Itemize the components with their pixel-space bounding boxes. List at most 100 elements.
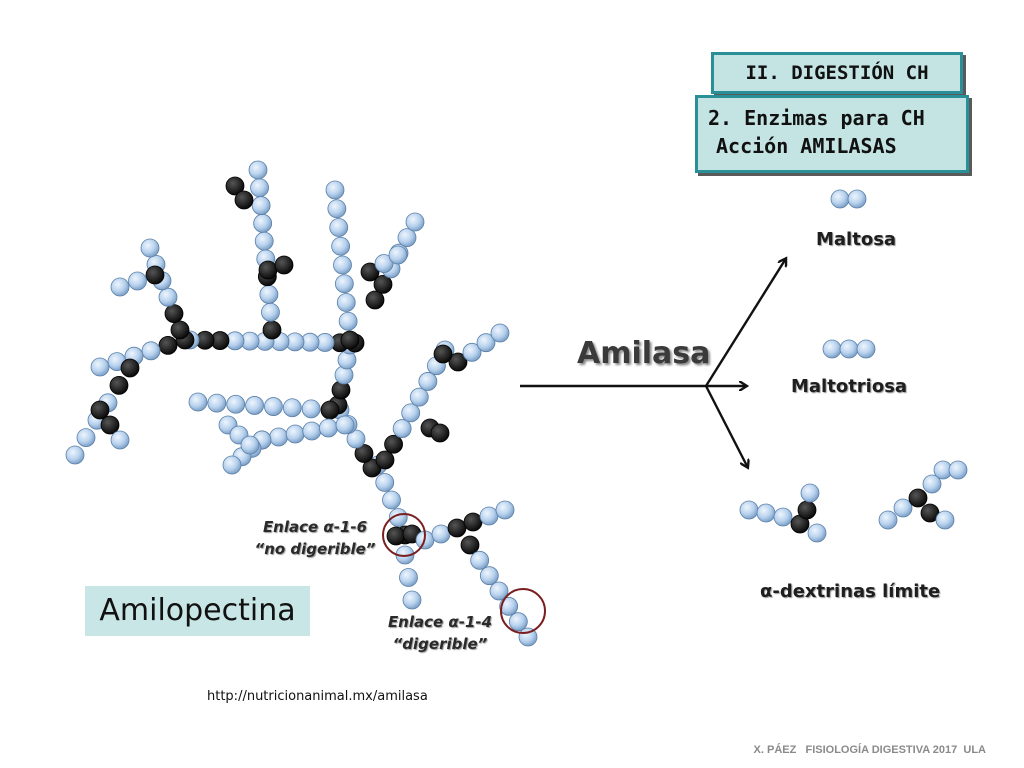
glucose-unit: [847, 189, 867, 209]
branch-point-unit: [320, 400, 340, 420]
topic-box: 2. Enzimas para CH Acción AMILASAS: [695, 95, 969, 173]
glucose-unit: [388, 508, 408, 527]
glucose-unit: [922, 474, 942, 494]
glucose-unit: [259, 285, 279, 304]
glucose-unit: [739, 500, 759, 520]
glucose-unit: [508, 612, 528, 632]
arrow-to-maltose: [704, 260, 785, 387]
glucose-unit: [338, 311, 358, 331]
glucose-unit: [773, 507, 793, 527]
glucose-unit: [418, 372, 438, 391]
footer-credit: X. PÁEZ FISIOLOGÍA DIGESTIVA 2017 ULA: [753, 744, 986, 756]
topic-line2: Acción AMILASAS: [716, 134, 897, 158]
branch-point-unit: [340, 330, 360, 350]
products-molecules: [739, 189, 968, 543]
branch-top-twin: [225, 176, 294, 280]
glucose-unit: [158, 287, 178, 307]
amylopectin-molecule: [65, 160, 538, 647]
maltose-label: Maltosa: [816, 229, 897, 250]
maltose-molecule: [830, 189, 867, 209]
maltotriose-molecule: [822, 339, 876, 359]
glucose-unit: [302, 421, 322, 441]
section-header-box: II. DIGESTIÓN CH: [711, 52, 963, 94]
branch-point-unit: [354, 444, 374, 463]
glucose-unit: [327, 199, 347, 219]
glucose-unit: [110, 430, 130, 450]
glucose-unit: [207, 393, 227, 413]
glucose-unit: [226, 394, 246, 414]
branch-point-unit: [158, 335, 178, 355]
enzyme-label: Amilasa: [577, 336, 711, 371]
glucose-unit: [285, 424, 305, 444]
glucose-unit: [499, 596, 519, 616]
glucose-unit: [141, 341, 161, 361]
arrow-to-dextrins: [704, 385, 747, 466]
glucose-unit: [374, 254, 394, 273]
branch-point-unit: [384, 434, 403, 454]
glucose-unit: [248, 160, 268, 180]
branch-lower-left-4: [218, 415, 260, 455]
branch-point-unit: [373, 274, 393, 294]
branch-point-unit: [258, 260, 278, 280]
glucose-unit: [489, 581, 509, 601]
branch-point-unit: [90, 400, 110, 420]
glucose-unit: [495, 500, 515, 520]
glucose-unit: [397, 228, 417, 248]
limit-dextrin-2: [878, 460, 968, 530]
glucose-unit: [76, 428, 96, 448]
glucose-unit: [188, 392, 208, 412]
glucose-unit: [375, 473, 395, 492]
branch-left-top: [110, 265, 165, 297]
alpha14-bond-name: Enlace α-1-4: [387, 613, 493, 631]
glucose-unit: [479, 566, 499, 586]
branch-point-unit: [225, 176, 245, 196]
glucose-unit: [431, 524, 451, 544]
glucose-unit: [346, 429, 366, 449]
alpha16-bond-name: Enlace α-1-6: [262, 518, 368, 536]
glucose-unit: [325, 180, 345, 200]
glucose-unit: [336, 293, 356, 312]
reaction-arrows: [520, 260, 785, 466]
glucose-unit: [878, 510, 898, 530]
glucose-unit: [948, 460, 968, 480]
glucose-unit: [807, 523, 827, 543]
branch-point-unit: [908, 488, 928, 508]
glucose-unit: [261, 302, 280, 322]
glucose-unit: [392, 419, 412, 438]
glucose-unit: [333, 255, 352, 275]
glucose-unit: [269, 427, 289, 447]
substrate-label: Amilopectina: [99, 593, 296, 628]
branch-right-dark: [420, 344, 453, 443]
branch-point-unit: [460, 535, 480, 555]
glucose-unit: [388, 245, 408, 265]
glucose-unit: [264, 397, 283, 416]
alpha14-bond-note: “digerible”: [392, 635, 488, 653]
glucose-unit: [282, 398, 302, 418]
glucose-unit: [128, 271, 147, 291]
branch-point-unit: [109, 375, 129, 395]
limit-dextrins-label: α-dextrinas límite: [760, 581, 941, 602]
glucose-unit: [399, 568, 418, 587]
branch-point-unit: [463, 512, 483, 532]
glucose-unit: [476, 333, 496, 353]
branch-point-unit: [448, 352, 468, 372]
maltotriose-label: Maltotriosa: [791, 376, 908, 397]
glucose-unit: [830, 189, 850, 209]
branch-point-unit: [234, 190, 254, 210]
glucose-unit: [382, 490, 401, 510]
branch-left-up: [140, 238, 190, 340]
glucose-unit: [756, 503, 776, 523]
substrate-box: Amilopectina: [85, 586, 310, 636]
branch-upper-right: [325, 180, 360, 350]
topic-line1: 2. Enzimas para CH: [708, 106, 925, 130]
glucose-unit: [318, 418, 338, 438]
glucose-unit: [839, 339, 859, 359]
branch-far-left: [65, 358, 140, 465]
glucose-unit: [935, 510, 955, 530]
section-header: II. DIGESTIÓN CH: [745, 62, 929, 84]
glucose-unit: [253, 213, 273, 233]
glucose-unit: [462, 342, 482, 362]
glucose-unit: [335, 415, 355, 435]
glucose-unit: [331, 236, 351, 256]
